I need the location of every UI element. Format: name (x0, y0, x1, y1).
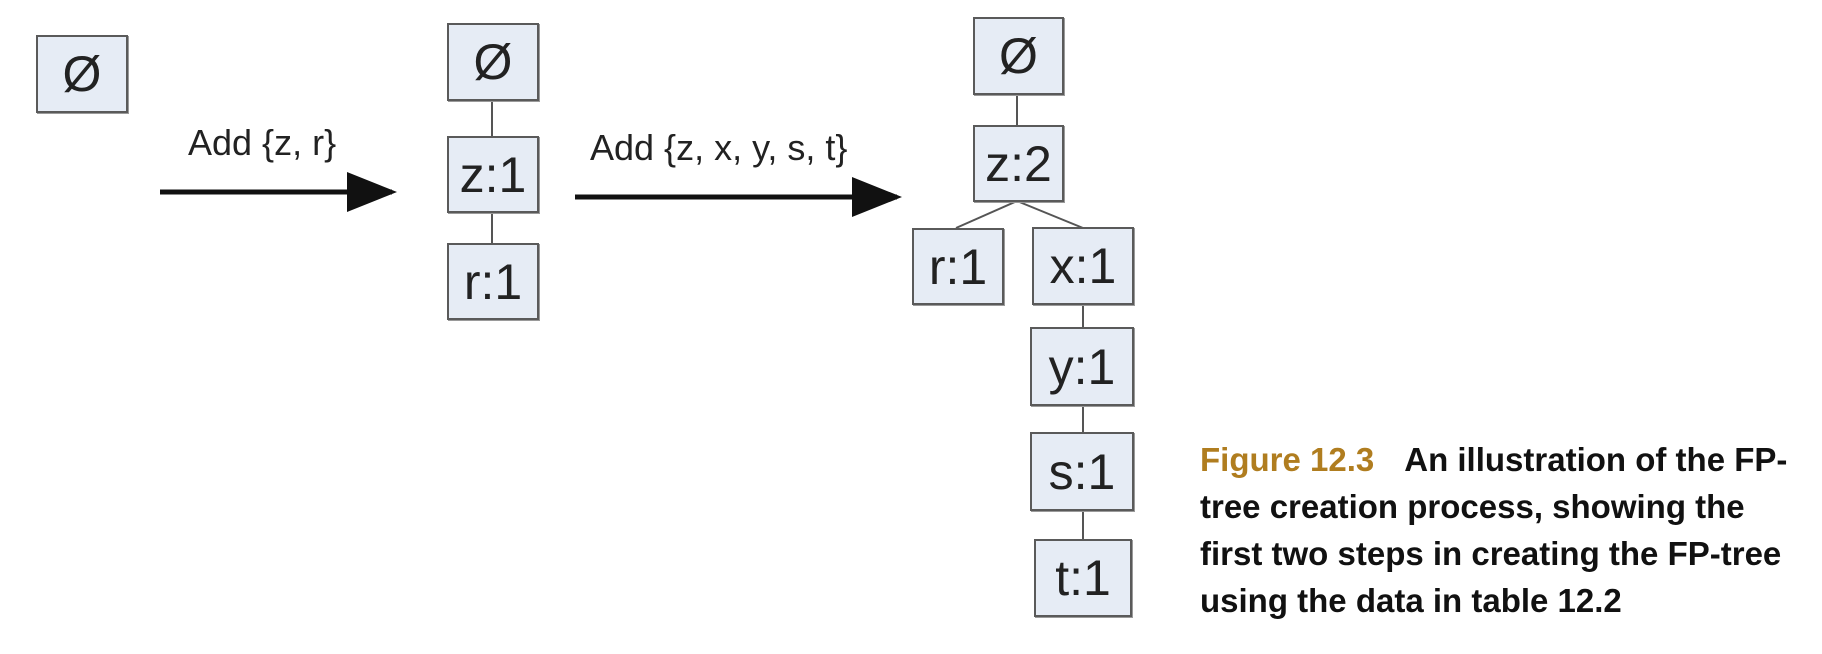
edge-s3-z-r (955, 200, 1018, 229)
stage2-node-z: z:1 (447, 136, 539, 213)
caption-label: Figure 12.3 (1200, 441, 1375, 478)
stage1-root-node: Ø (36, 35, 128, 113)
stage3-node-y: y:1 (1030, 327, 1134, 406)
stage3-node-t: t:1 (1034, 539, 1132, 617)
stage2-node-r: r:1 (447, 243, 539, 320)
edge-s3-z-x (1016, 200, 1084, 229)
caption-text: An illustration of the FP-tree creation … (1200, 441, 1788, 619)
stage3-node-x: x:1 (1032, 227, 1134, 305)
arrow-2-label: Add {z, x, y, s, t} (590, 127, 848, 168)
stage3-node-z: z:2 (973, 125, 1064, 202)
stage3-node-s: s:1 (1030, 432, 1134, 511)
stage3-node-r: r:1 (912, 228, 1004, 305)
stage3-root-node: Ø (973, 17, 1064, 95)
stage2-root-node: Ø (447, 23, 539, 101)
arrow-1-label: Add {z, r} (188, 122, 337, 163)
